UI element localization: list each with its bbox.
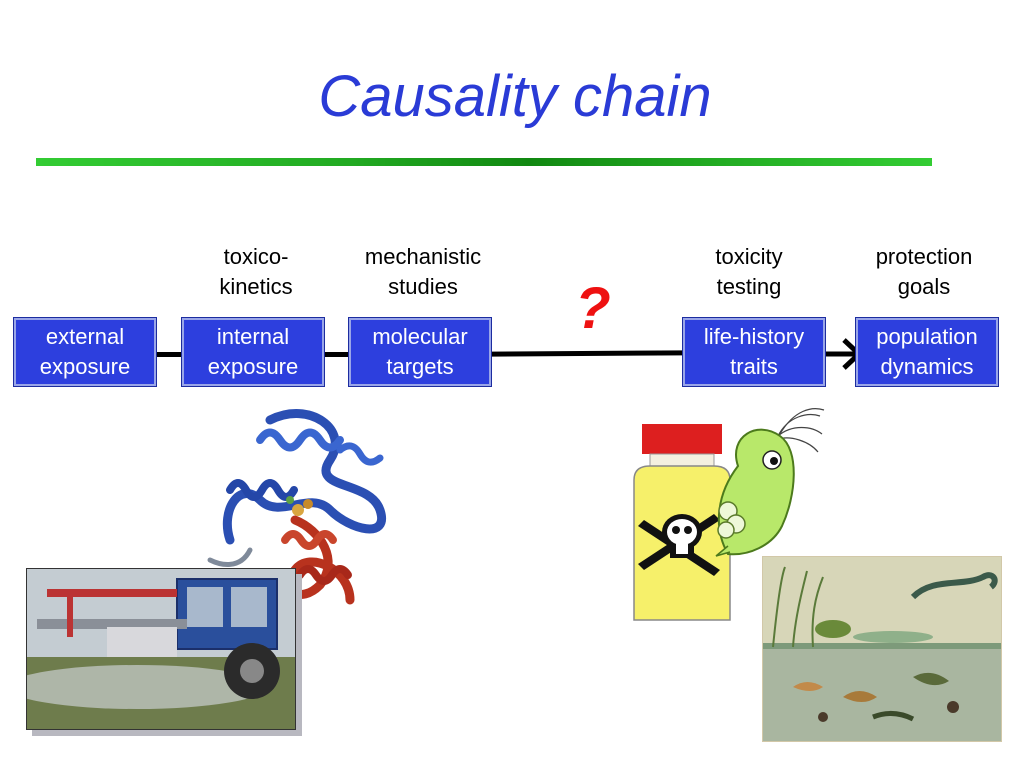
label-toxicokinetics: toxico- kinetics [181, 242, 331, 302]
poison-bottle-icon [633, 424, 731, 621]
label-toxicity-line2: testing [716, 274, 782, 299]
label-toxicity-testing: toxicity testing [674, 242, 824, 302]
label-toxicokinetics-line1: toxico- [223, 244, 289, 269]
connector-external-internal [156, 352, 182, 357]
box-external-exposure: external exposure [14, 318, 156, 386]
label-protection-line1: protection [875, 244, 973, 269]
connector-molecular-lifehistory [490, 350, 685, 357]
box-internal-line2: exposure [207, 354, 299, 379]
box-lifehistory-line1: life-history [703, 324, 805, 349]
box-molecular-line1: molecular [372, 324, 468, 349]
pond-life-illustration [762, 556, 1002, 742]
box-lifehistory-line2: traits [730, 354, 778, 379]
box-external-line1: external [45, 324, 125, 349]
label-mechanistic-line1: mechanistic [364, 244, 482, 269]
label-mechanistic-studies: mechanistic studies [348, 242, 498, 302]
connector-internal-molecular [324, 352, 350, 357]
label-mechanistic-line2: studies [388, 274, 458, 299]
tractor-spraying-photo [26, 568, 296, 730]
box-external-line2: exposure [39, 354, 131, 379]
title-divider [36, 158, 932, 166]
label-toxicity-line1: toxicity [715, 244, 783, 269]
box-internal-exposure: internal exposure [182, 318, 324, 386]
box-life-history-traits: life-history traits [683, 318, 825, 386]
box-molecular-line2: targets [386, 354, 454, 379]
label-toxicokinetics-line2: kinetics [219, 274, 293, 299]
page-title: Causality chain [318, 64, 712, 129]
box-population-dynamics: population dynamics [856, 318, 998, 386]
box-population-line2: dynamics [880, 354, 974, 379]
box-population-line1: population [876, 324, 978, 349]
water-flea-icon [715, 408, 825, 557]
label-protection-goals: protection goals [849, 242, 999, 302]
box-internal-line1: internal [216, 324, 290, 349]
unknown-link-question-mark: ? [575, 276, 611, 341]
label-protection-line2: goals [897, 274, 951, 299]
box-molecular-targets: molecular targets [349, 318, 491, 386]
